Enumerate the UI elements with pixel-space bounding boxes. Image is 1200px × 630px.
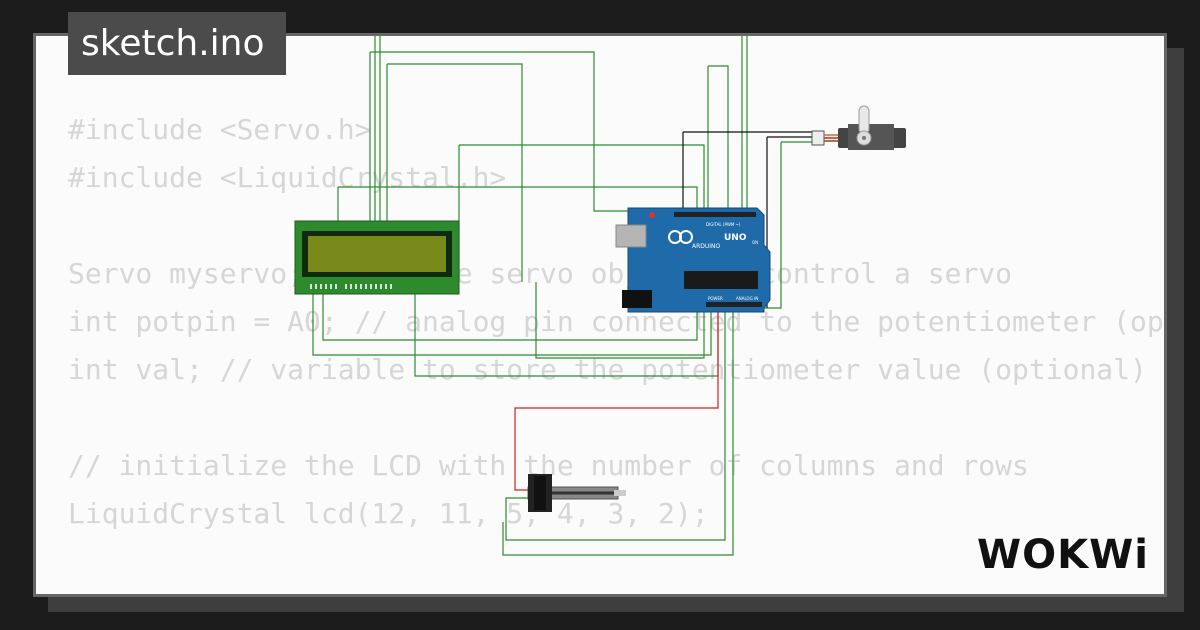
code-line: void setup() {	[68, 586, 1164, 594]
digital-pins-label: DIGITAL (PWM ~)	[706, 222, 741, 227]
board-brand-label: ARDUINO	[692, 243, 721, 250]
svg-text:WOKWi: WOKWi	[977, 532, 1149, 578]
code-line: int val; // variable to store the potent…	[68, 353, 1147, 386]
power-pins-label: POWER	[708, 296, 723, 301]
servo-motor[interactable]	[811, 105, 906, 150]
slide-potentiometer[interactable]	[527, 474, 626, 512]
file-name-tab[interactable]: sketch.ino	[68, 12, 286, 75]
code-line: int potpin = A0; // analog pin connected…	[68, 305, 1167, 338]
wire-red	[514, 308, 719, 491]
code-line: #include <Servo.h>	[68, 113, 372, 146]
code-line: // initialize the LCD with the number of…	[68, 449, 1029, 482]
arduino-uno-board[interactable]: ARDUINO UNO DIGITAL (PWM ~) POWER ANALOG…	[615, 207, 771, 313]
board-model-label: UNO	[724, 233, 747, 243]
project-preview-card[interactable]: #include <Servo.h>#include <LiquidCrysta…	[33, 33, 1167, 597]
code-line: LiquidCrystal lcd(12, 11, 5, 4, 3, 2);	[68, 497, 709, 530]
wokwi-logo: WOKWi	[977, 532, 1149, 578]
analog-pins-label: ANALOG IN	[736, 296, 758, 301]
code-preview: #include <Servo.h>#include <LiquidCrysta…	[68, 106, 1167, 594]
lcd-display[interactable]	[294, 220, 460, 295]
power-led-label: ON	[752, 240, 758, 245]
